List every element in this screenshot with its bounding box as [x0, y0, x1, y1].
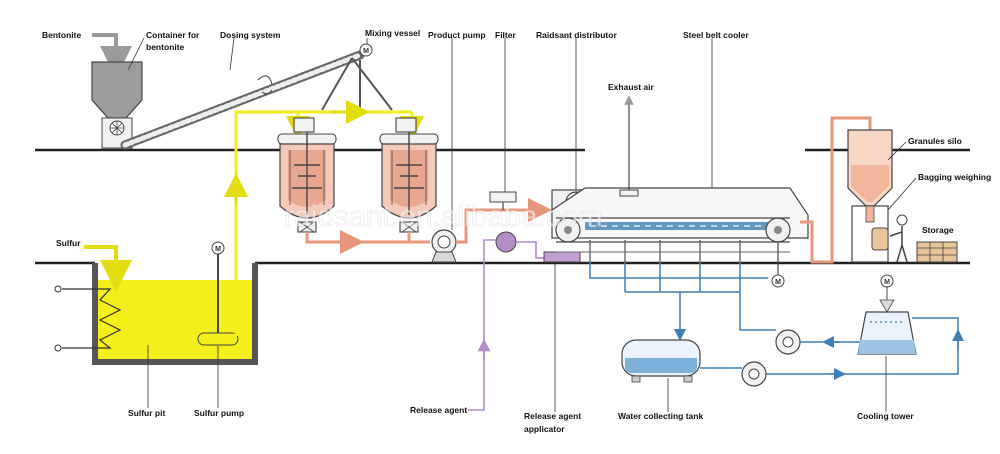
label-cooling-tower: Cooling tower	[857, 411, 914, 421]
label-sulfur-pit: Sulfur pit	[128, 408, 165, 418]
svg-text:M: M	[363, 48, 369, 55]
label-dosing-system: Dosing system	[220, 30, 281, 40]
exhaust-air-outlet	[619, 95, 639, 197]
product-line-to-filter	[456, 208, 548, 244]
label-mixing-vessel: Mixing vessel	[365, 28, 420, 38]
storage-pallets	[916, 241, 958, 263]
granules-silo	[847, 129, 893, 263]
mixing-vessel-motor: M	[359, 43, 373, 57]
sulfur-pump: M	[197, 241, 239, 346]
sulfur-feed-arrow	[84, 245, 132, 292]
mixing-vessel-1	[277, 117, 337, 233]
heating-coil	[62, 288, 122, 349]
label-sulfur: Sulfur	[56, 238, 81, 248]
bentonite-container	[91, 61, 143, 149]
bagging-station	[871, 214, 908, 263]
label-steel-belt-cooler: Steel belt cooler	[683, 30, 749, 40]
label-product-pump: Product pump	[428, 30, 486, 40]
dosing-screw-conveyor	[120, 50, 393, 150]
water-collecting-tank	[621, 339, 701, 383]
label-bentonite: Bentonite	[42, 30, 81, 40]
cooler-motor: M	[771, 242, 785, 288]
label-container-line2: bentonite	[146, 42, 185, 52]
label-release-agent-applicator-line2: applicator	[524, 424, 565, 434]
water-pump-upper	[775, 329, 801, 355]
label-release-agent-applicator-line1: Release agent	[524, 411, 581, 421]
cooling-tower: M	[857, 274, 917, 355]
product-line-to-silo	[800, 116, 872, 264]
svg-text:M: M	[884, 279, 890, 286]
release-agent-applicator	[543, 251, 581, 263]
water-pump-lower	[741, 361, 767, 387]
svg-text:M: M	[215, 246, 221, 253]
label-storage: Storage	[922, 225, 954, 235]
label-exhaust-air: Exhaust air	[608, 82, 655, 92]
release-agent-line	[468, 239, 496, 411]
label-granules-silo: Granules silo	[908, 136, 962, 146]
label-filter: Filter	[495, 30, 516, 40]
label-container-line1: Container for	[146, 30, 200, 40]
label-water-collecting-tank: Water collecting tank	[618, 411, 703, 421]
steel-belt-cooler	[551, 187, 809, 262]
watermark: raidsant.en.alibaba.com	[284, 200, 603, 233]
sulfur-pit	[54, 263, 258, 365]
water-distribution	[589, 262, 776, 341]
label-release-agent: Release agent	[410, 405, 467, 415]
bentonite-feed-arrow	[92, 33, 132, 78]
label-sulfur-pump: Sulfur pump	[194, 408, 244, 418]
mixing-vessel-2	[379, 117, 439, 233]
release-agent-pump	[495, 231, 517, 253]
product-line-vessels	[305, 232, 430, 244]
label-bagging-weighing: Bagging weighing	[918, 172, 991, 182]
product-pump	[431, 229, 457, 263]
svg-text:M: M	[775, 279, 781, 286]
filter	[489, 191, 517, 210]
label-raidsant-distributor: Raidsant distributor	[536, 30, 617, 40]
